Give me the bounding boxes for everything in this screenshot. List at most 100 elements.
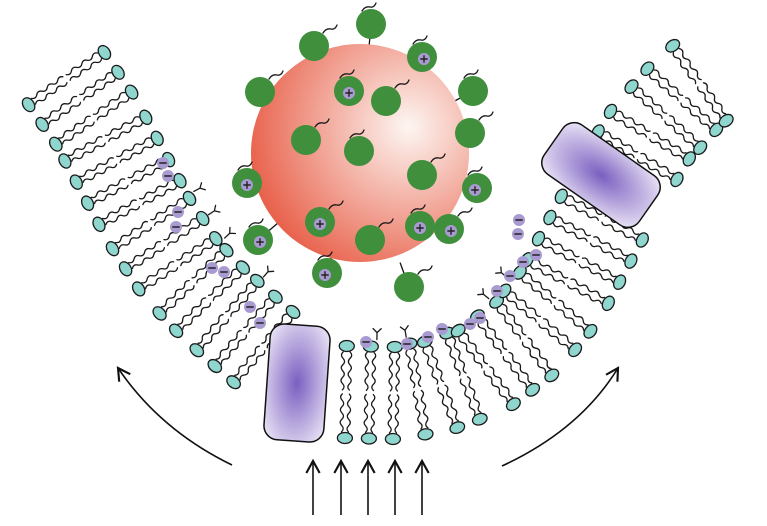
lipid-tail [96, 97, 130, 121]
lipid-tail [243, 298, 270, 329]
lipid-tail [176, 238, 210, 261]
lipid-tail [697, 86, 721, 119]
lipid-tail [138, 179, 174, 200]
lipid-head-inner [249, 273, 265, 288]
lipid-tail [521, 278, 552, 304]
ligand [458, 69, 488, 106]
lipid-tail [506, 296, 537, 323]
lipid-tail [58, 115, 91, 139]
lipid-tail [521, 341, 547, 374]
lipid-tail [387, 394, 393, 434]
positive-charge [343, 87, 355, 99]
receptor [477, 287, 490, 300]
lipid-head-outer [635, 232, 649, 248]
lipid-tail [346, 393, 352, 433]
lipid-tail [564, 201, 599, 221]
lipid-tail [525, 272, 557, 299]
lipid-tail [82, 163, 118, 183]
lipid-tail [567, 284, 602, 305]
negative-charge [491, 285, 503, 297]
positive-charge [319, 269, 331, 281]
lipid-head-outer [417, 428, 434, 441]
lipid-tail [101, 199, 137, 220]
lipid-head-outer [105, 241, 120, 257]
lipid-tail [648, 74, 679, 102]
negative-charge [436, 323, 448, 335]
lipid-tail [79, 157, 114, 178]
lipid-head-inner [285, 304, 301, 319]
lipid-tail [444, 384, 460, 422]
ligand [371, 79, 410, 116]
lipid-tail [62, 121, 95, 145]
negative-charge [504, 270, 516, 282]
lipid-tail [510, 291, 542, 317]
lipid-head-inner [208, 230, 223, 247]
receptor [399, 325, 409, 338]
lipid-tail [544, 237, 580, 258]
lipid-tail [422, 347, 439, 385]
lipid-head-outer [48, 136, 63, 152]
lipid-tail [664, 120, 695, 148]
positive-charge [241, 179, 253, 191]
lipid-tail [420, 389, 429, 429]
lipid-head-outer [449, 421, 466, 435]
lipid-tail [71, 142, 106, 162]
ligand [355, 218, 394, 255]
ligand [232, 161, 262, 198]
lipid-tail [604, 131, 639, 153]
lipid-tail [530, 265, 565, 285]
lipid-head-inner [531, 230, 546, 247]
lipid-tail [118, 226, 152, 249]
negative-charge [422, 331, 434, 343]
lipid-tail [413, 348, 422, 388]
lipid-tail [364, 351, 370, 392]
lipid-head-inner [173, 172, 187, 189]
lipid-tail [202, 318, 230, 349]
lipid-head-outer [69, 174, 83, 190]
lipid-tail [30, 76, 64, 100]
positive-charge [418, 53, 430, 65]
lipid-head-outer [189, 343, 205, 358]
positive-charge [414, 222, 426, 234]
lipid-tail [489, 366, 514, 398]
lipid-tail [589, 242, 625, 262]
ligand [405, 204, 435, 241]
lipid-tail [636, 159, 671, 180]
lipid-head-outer [525, 382, 541, 397]
lipid-tail [141, 261, 175, 284]
lipid-tail [339, 393, 345, 433]
lipid-tail [239, 350, 266, 381]
lipid-head-outer [80, 195, 95, 211]
lipid-tail [371, 351, 377, 392]
lipid-tail [527, 337, 552, 370]
lipid-tail [553, 305, 585, 331]
lipid-tail [405, 349, 416, 389]
lipid-tail [538, 323, 569, 350]
lipid-tail [230, 287, 257, 317]
lipid-head-inner [543, 209, 557, 226]
lipid-head-inner [111, 64, 125, 80]
lipid-tail [437, 387, 454, 424]
lipid-tail [556, 216, 591, 237]
lipid-tail [496, 308, 521, 340]
lipid-tail [93, 184, 129, 205]
ligand [407, 35, 437, 72]
lipid-tail [105, 205, 141, 226]
lipid-tail [65, 52, 99, 76]
lipid-tail [451, 336, 467, 374]
lipid-head-inner [235, 260, 251, 275]
ligand [299, 24, 338, 61]
negative-charge [464, 318, 476, 330]
lipid-head-outer [670, 171, 684, 188]
negative-charge [172, 206, 184, 218]
negative-charge [206, 262, 218, 274]
lipid-tail [483, 318, 508, 350]
lipid-tail [363, 393, 369, 434]
lipid-tail [542, 318, 574, 344]
ligand [334, 69, 364, 106]
lipid-tail [370, 393, 376, 434]
negative-charges [157, 157, 542, 350]
lipid-tail [459, 378, 476, 416]
negative-charge [244, 301, 256, 313]
lipid-head-outer [207, 358, 223, 374]
